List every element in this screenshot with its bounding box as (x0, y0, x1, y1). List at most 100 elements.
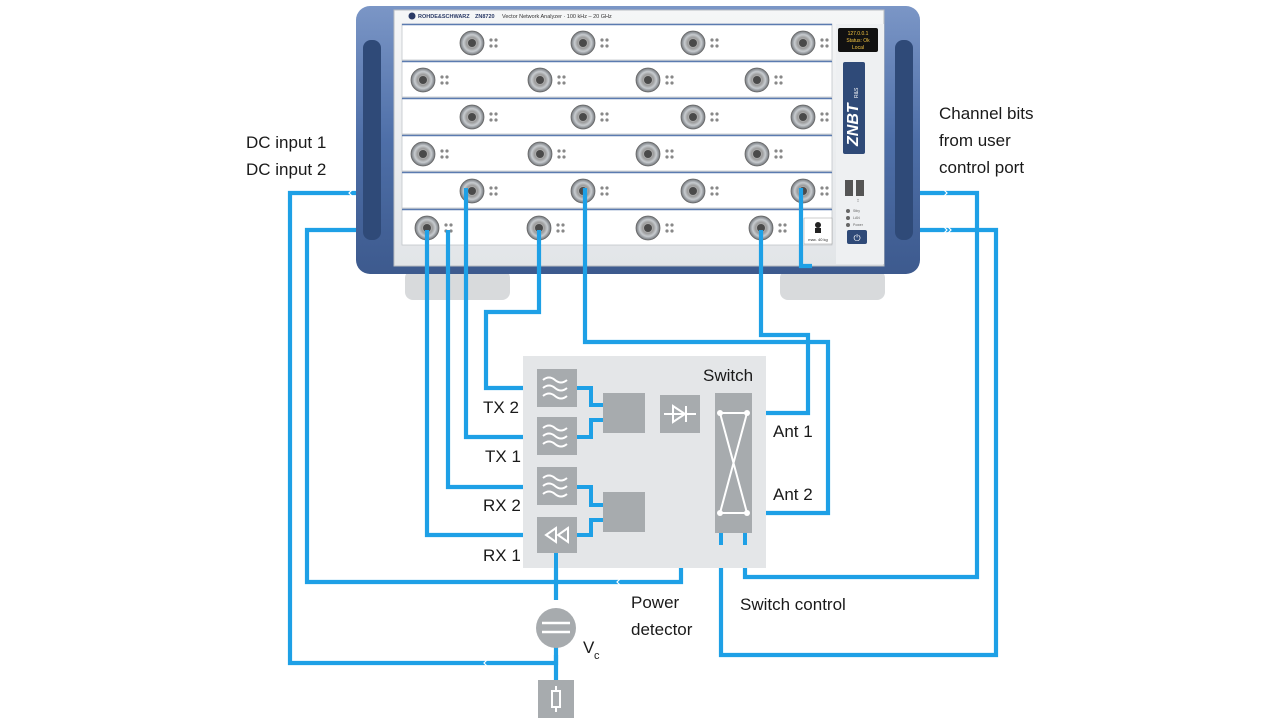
port-led (820, 44, 824, 48)
port-led (562, 149, 566, 153)
port-led (670, 149, 674, 153)
wire-tx1 (463, 188, 537, 440)
label-rx2: RX 2 (483, 496, 521, 515)
port-led (600, 112, 604, 116)
power-icon: ⏻ (853, 233, 860, 243)
wire-rx1 (424, 230, 537, 538)
label-channel-bits-2: from user (939, 131, 1011, 150)
wire-port-to-loop (582, 188, 831, 516)
usb-port-2[interactable] (856, 180, 864, 196)
label-rx1: RX 1 (483, 546, 521, 565)
port-led (562, 155, 566, 159)
rf-port-center (419, 76, 427, 84)
rf-port-center (689, 187, 697, 195)
amplifier-icon-1 (544, 526, 557, 544)
label-switch: Switch (703, 366, 753, 385)
port-led (774, 75, 778, 79)
wire-rx2 (445, 230, 537, 490)
status-led-label-2: LAN (853, 216, 860, 220)
rf-port-center (536, 150, 544, 158)
port-led (605, 186, 609, 190)
port-led (600, 118, 604, 122)
port-led (778, 229, 782, 233)
instrument-foot-right (780, 270, 885, 300)
rf-port-center (579, 113, 587, 121)
port-led (665, 223, 669, 227)
port-led (557, 75, 561, 79)
port-led (494, 192, 498, 196)
port-led (489, 192, 493, 196)
port-led (489, 186, 493, 190)
port-led (670, 75, 674, 79)
port-led (561, 229, 565, 233)
rf-port-center (419, 150, 427, 158)
port-led (665, 75, 669, 79)
arrow-ch1 (943, 189, 948, 197)
port-led (600, 38, 604, 42)
tx1-filter-icon-wave-2 (542, 432, 568, 440)
port-led (710, 118, 714, 122)
rf-port-center (579, 39, 587, 47)
port-led (444, 223, 448, 227)
arrow-dc-return (483, 659, 488, 667)
amplifier-icon-2 (556, 526, 569, 544)
port-led (710, 186, 714, 190)
port-led (494, 38, 498, 42)
rf-port-center (468, 39, 476, 47)
label-tx1: TX 1 (485, 447, 521, 466)
arrow-ch2 (943, 226, 952, 234)
side-logo: ZNBT (845, 102, 862, 147)
port-led (715, 192, 719, 196)
handle-right (895, 40, 913, 240)
port-led (605, 38, 609, 42)
wire-ant1 (752, 230, 811, 416)
port-led (820, 112, 824, 116)
label-vc-subscript: c (594, 650, 600, 662)
network-analyzer: ROHDE&SCHWARZ ZN8720 Vector Network Anal… (356, 6, 920, 300)
instrument-foot-left (405, 270, 510, 300)
port-led (825, 118, 829, 122)
port-led (449, 229, 453, 233)
handle-left (363, 40, 381, 240)
side-logo-badge (843, 62, 865, 154)
rf-port-center (536, 76, 544, 84)
rf-port-center (689, 39, 697, 47)
port-led (825, 192, 829, 196)
power-button[interactable] (847, 230, 867, 244)
label-dc-input-2: DC input 2 (246, 160, 326, 179)
label-switch-control: Switch control (740, 595, 846, 614)
port-led (665, 155, 669, 159)
port-led (710, 44, 714, 48)
rf-port-center (753, 150, 761, 158)
port-led (820, 192, 824, 196)
port-led (600, 186, 604, 190)
label-power-detector-1: Power (631, 593, 680, 612)
port-led (825, 38, 829, 42)
resistor-icon (551, 690, 561, 708)
port-led (600, 44, 604, 48)
tx2-filter-icon-wave-3 (542, 392, 568, 400)
switch-control-stubs (719, 533, 747, 545)
port-led (665, 81, 669, 85)
port-led (710, 38, 714, 42)
port-led (556, 229, 560, 233)
port-led (820, 118, 824, 122)
model-name: ZN8720 (475, 14, 495, 20)
port-led (449, 223, 453, 227)
status-led-1 (846, 209, 850, 213)
label-tx2: TX 2 (483, 398, 519, 417)
port-led (605, 44, 609, 48)
label-ant1: Ant 1 (773, 422, 813, 441)
port-led (489, 44, 493, 48)
port-led (783, 229, 787, 233)
usb-port-1[interactable] (845, 180, 853, 196)
status-led-label-3: Power (853, 223, 864, 227)
display-line-1: 127.0.0.1 (848, 31, 869, 37)
port-led (665, 229, 669, 233)
port-led (715, 44, 719, 48)
port-led (489, 118, 493, 122)
port-led (562, 81, 566, 85)
port-led (494, 186, 498, 190)
port-led (665, 149, 669, 153)
port-led (825, 186, 829, 190)
